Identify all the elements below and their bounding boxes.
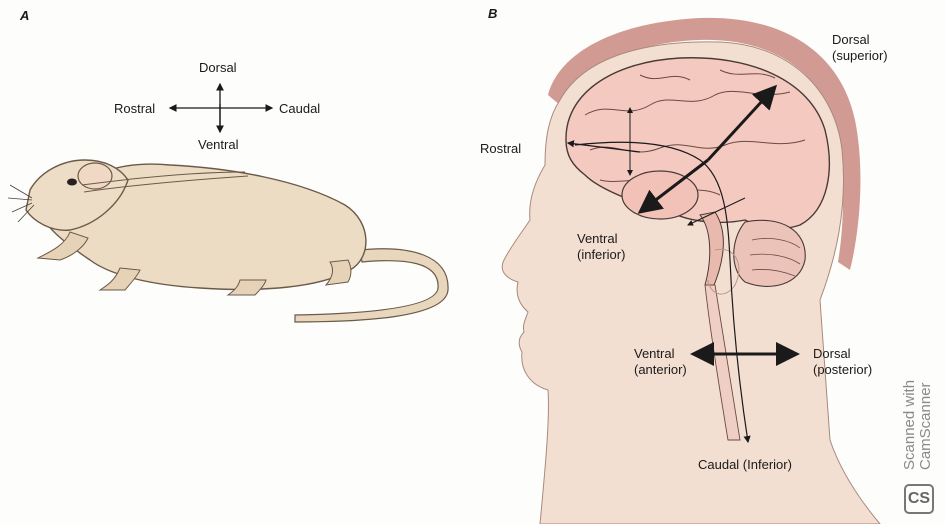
label-caudal: Caudal: [279, 101, 320, 117]
label-caudal-inferior: Caudal (Inferior): [698, 457, 792, 473]
label-ventral-inferior-line1: Ventral: [577, 231, 617, 247]
label-dorsal-posterior-line2: (posterior): [813, 362, 872, 378]
label-ventral: Ventral: [198, 137, 238, 153]
panel-b-letter: B: [488, 6, 497, 21]
label-ventral-anterior-line1: Ventral: [634, 346, 674, 362]
camscanner-watermark: Scanned with CamScanner: [902, 380, 934, 470]
camscanner-logo-icon: CS: [904, 484, 934, 514]
rat-illustration: [8, 160, 448, 322]
label-ventral-inferior-line2: (inferior): [577, 247, 625, 263]
panel-a-letter: A: [20, 8, 29, 23]
label-dorsal: Dorsal: [199, 60, 237, 76]
watermark-line1: Scanned with: [902, 380, 918, 470]
rat-orientation-compass: [170, 84, 272, 132]
human-head-illustration: [502, 18, 880, 524]
label-rostral-human: Rostral: [480, 141, 521, 157]
label-dorsal-superior-line1: Dorsal: [832, 32, 870, 48]
label-ventral-anterior-line2: (anterior): [634, 362, 687, 378]
watermark-line2: CamScanner: [918, 380, 934, 470]
label-dorsal-posterior-line1: Dorsal: [813, 346, 851, 362]
label-dorsal-superior-line2: (superior): [832, 48, 888, 64]
label-rostral: Rostral: [114, 101, 155, 117]
